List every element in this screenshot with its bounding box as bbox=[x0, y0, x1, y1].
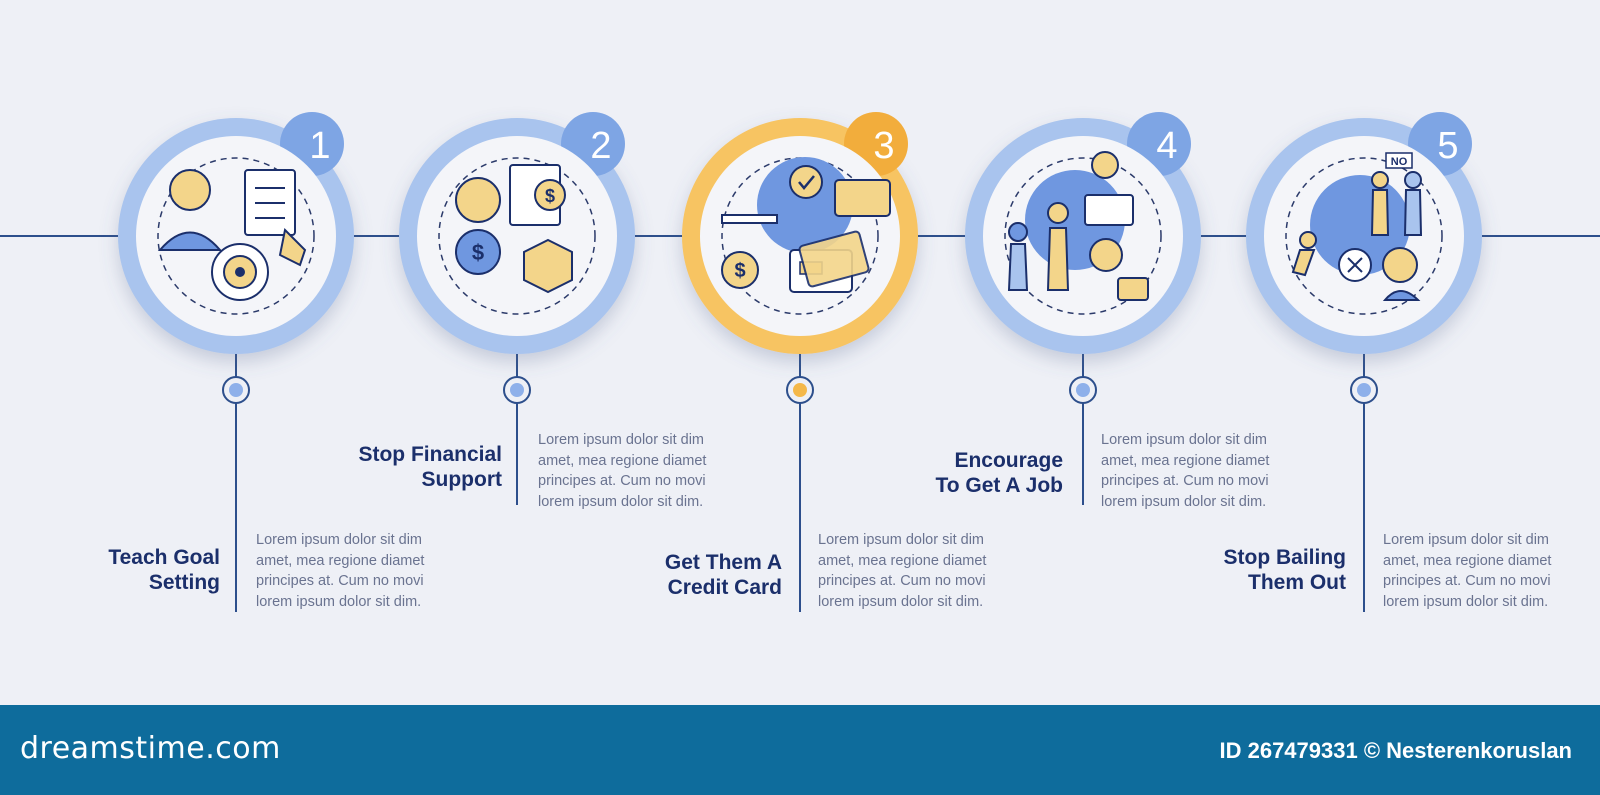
refuse-help-no-sign-icon: NO bbox=[1291, 152, 1423, 301]
step-4-desc-line1: Lorem ipsum dolor sit dim bbox=[1101, 432, 1267, 448]
step-1-dashed-ring bbox=[157, 157, 315, 315]
watermark-footer: dreamstime.com ID 267479331 © Nesterenko… bbox=[0, 705, 1600, 795]
step-5: 5 NO bbox=[1246, 112, 1482, 612]
step-2-node-dot bbox=[510, 383, 524, 397]
step-3-title-line1: Get Them A bbox=[664, 551, 782, 574]
step-1-title: Teach Goal Setting bbox=[20, 545, 220, 595]
step-3-desc-line4: lorem ipsum dolor sit dim. bbox=[818, 593, 984, 610]
step-5-title-line2: Them Out bbox=[1248, 571, 1346, 594]
step-3-number: 3 bbox=[873, 125, 894, 167]
step-5-title: Stop Bailing Them Out bbox=[1146, 545, 1347, 595]
step-2-number: 2 bbox=[590, 125, 611, 167]
step-5-desc-line3: principes at. Cum no movi bbox=[1383, 573, 1551, 589]
svg-text:$: $ bbox=[472, 240, 484, 265]
step-5-desc-line4: lorem ipsum dolor sit dim. bbox=[1383, 593, 1549, 610]
step-5-title-line1: Stop Bailing bbox=[1223, 546, 1347, 569]
step-3-title-line2: Credit Card bbox=[667, 576, 782, 599]
step-5-description: Lorem ipsum dolor sit dim amet, mea regi… bbox=[1383, 530, 1583, 612]
brand-logo-text[interactable]: dreamstime.com bbox=[20, 731, 281, 766]
step-1-title-line2: Setting bbox=[148, 571, 220, 594]
step-1-desc-line3: principes at. Cum no movi bbox=[256, 573, 424, 589]
step-2-title-line1: Stop Financial bbox=[358, 443, 502, 466]
step-1: 1 bbox=[118, 112, 354, 612]
step-5-desc-line1: Lorem ipsum dolor sit dim bbox=[1383, 532, 1549, 548]
step-1-desc-line2: amet, mea regione diamet bbox=[256, 552, 425, 569]
step-4-desc-line4: lorem ipsum dolor sit dim. bbox=[1101, 493, 1267, 510]
svg-text:$: $ bbox=[734, 260, 745, 282]
job-people-briefcase-icon bbox=[1007, 151, 1149, 301]
step-2-title-line2: Support bbox=[421, 468, 502, 491]
step-2-dashed-ring bbox=[438, 157, 596, 315]
step-4-node-dot bbox=[1076, 383, 1090, 397]
step-1-number: 1 bbox=[309, 125, 330, 167]
step-3: 3 $ bbox=[682, 112, 918, 612]
step-2: 2 $ $ bbox=[399, 112, 635, 505]
goal-checklist-target-icon bbox=[157, 169, 307, 301]
step-2-description: Lorem ipsum dolor sit dim amet, mea regi… bbox=[538, 430, 738, 512]
svg-text:$: $ bbox=[545, 186, 555, 206]
credit-cards-icon: $ bbox=[721, 157, 891, 293]
step-3-description: Lorem ipsum dolor sit dim amet, mea regi… bbox=[818, 530, 1018, 612]
step-4-desc-line2: amet, mea regione diamet bbox=[1101, 452, 1270, 469]
step-4-dashed-ring bbox=[1004, 157, 1162, 315]
step-5-number: 5 bbox=[1437, 125, 1458, 167]
step-2-desc-line1: Lorem ipsum dolor sit dim bbox=[538, 432, 704, 448]
step-1-desc-line4: lorem ipsum dolor sit dim. bbox=[256, 593, 422, 610]
step-1-inner bbox=[136, 136, 336, 336]
step-1-description: Lorem ipsum dolor sit dim amet, mea regi… bbox=[256, 530, 456, 612]
step-5-desc-line2: amet, mea regione diamet bbox=[1383, 552, 1552, 569]
step-1-title-line1: Teach Goal bbox=[108, 546, 220, 569]
step-4-desc-line3: principes at. Cum no movi bbox=[1101, 473, 1269, 489]
step-4: 4 bbox=[965, 112, 1201, 505]
step-2-desc-line3: principes at. Cum no movi bbox=[538, 473, 706, 489]
step-3-title: Get Them A Credit Card bbox=[582, 550, 782, 600]
step-3-desc-line1: Lorem ipsum dolor sit dim bbox=[818, 532, 984, 548]
step-2-desc-line2: amet, mea regione diamet bbox=[538, 452, 707, 469]
image-credit: ID 267479331 © Nesterenkoruslan bbox=[1219, 738, 1572, 763]
process-diagram: 1 2 $ $ bbox=[0, 112, 1600, 612]
step-3-desc-line3: principes at. Cum no movi bbox=[818, 573, 986, 589]
step-2-desc-line4: lorem ipsum dolor sit dim. bbox=[538, 493, 704, 510]
step-4-title-line2: To Get A Job bbox=[935, 474, 1063, 497]
step-5-node-dot bbox=[1357, 383, 1371, 397]
step-4-title: Encourage To Get A Job bbox=[863, 448, 1063, 498]
step-5-dashed-ring bbox=[1285, 157, 1443, 315]
svg-text:NO: NO bbox=[1391, 156, 1408, 168]
step-4-number: 4 bbox=[1156, 125, 1177, 167]
step-1-node-dot bbox=[229, 383, 243, 397]
step-4-title-line1: Encourage bbox=[954, 449, 1063, 472]
step-1-desc-line1: Lorem ipsum dolor sit dim bbox=[256, 532, 422, 548]
money-stop-hand-icon: $ $ bbox=[455, 164, 573, 294]
step-3-node-dot bbox=[793, 383, 807, 397]
step-3-desc-line2: amet, mea regione diamet bbox=[818, 552, 987, 569]
step-4-description: Lorem ipsum dolor sit dim amet, mea regi… bbox=[1101, 430, 1301, 512]
step-2-title: Stop Financial Support bbox=[302, 442, 502, 492]
